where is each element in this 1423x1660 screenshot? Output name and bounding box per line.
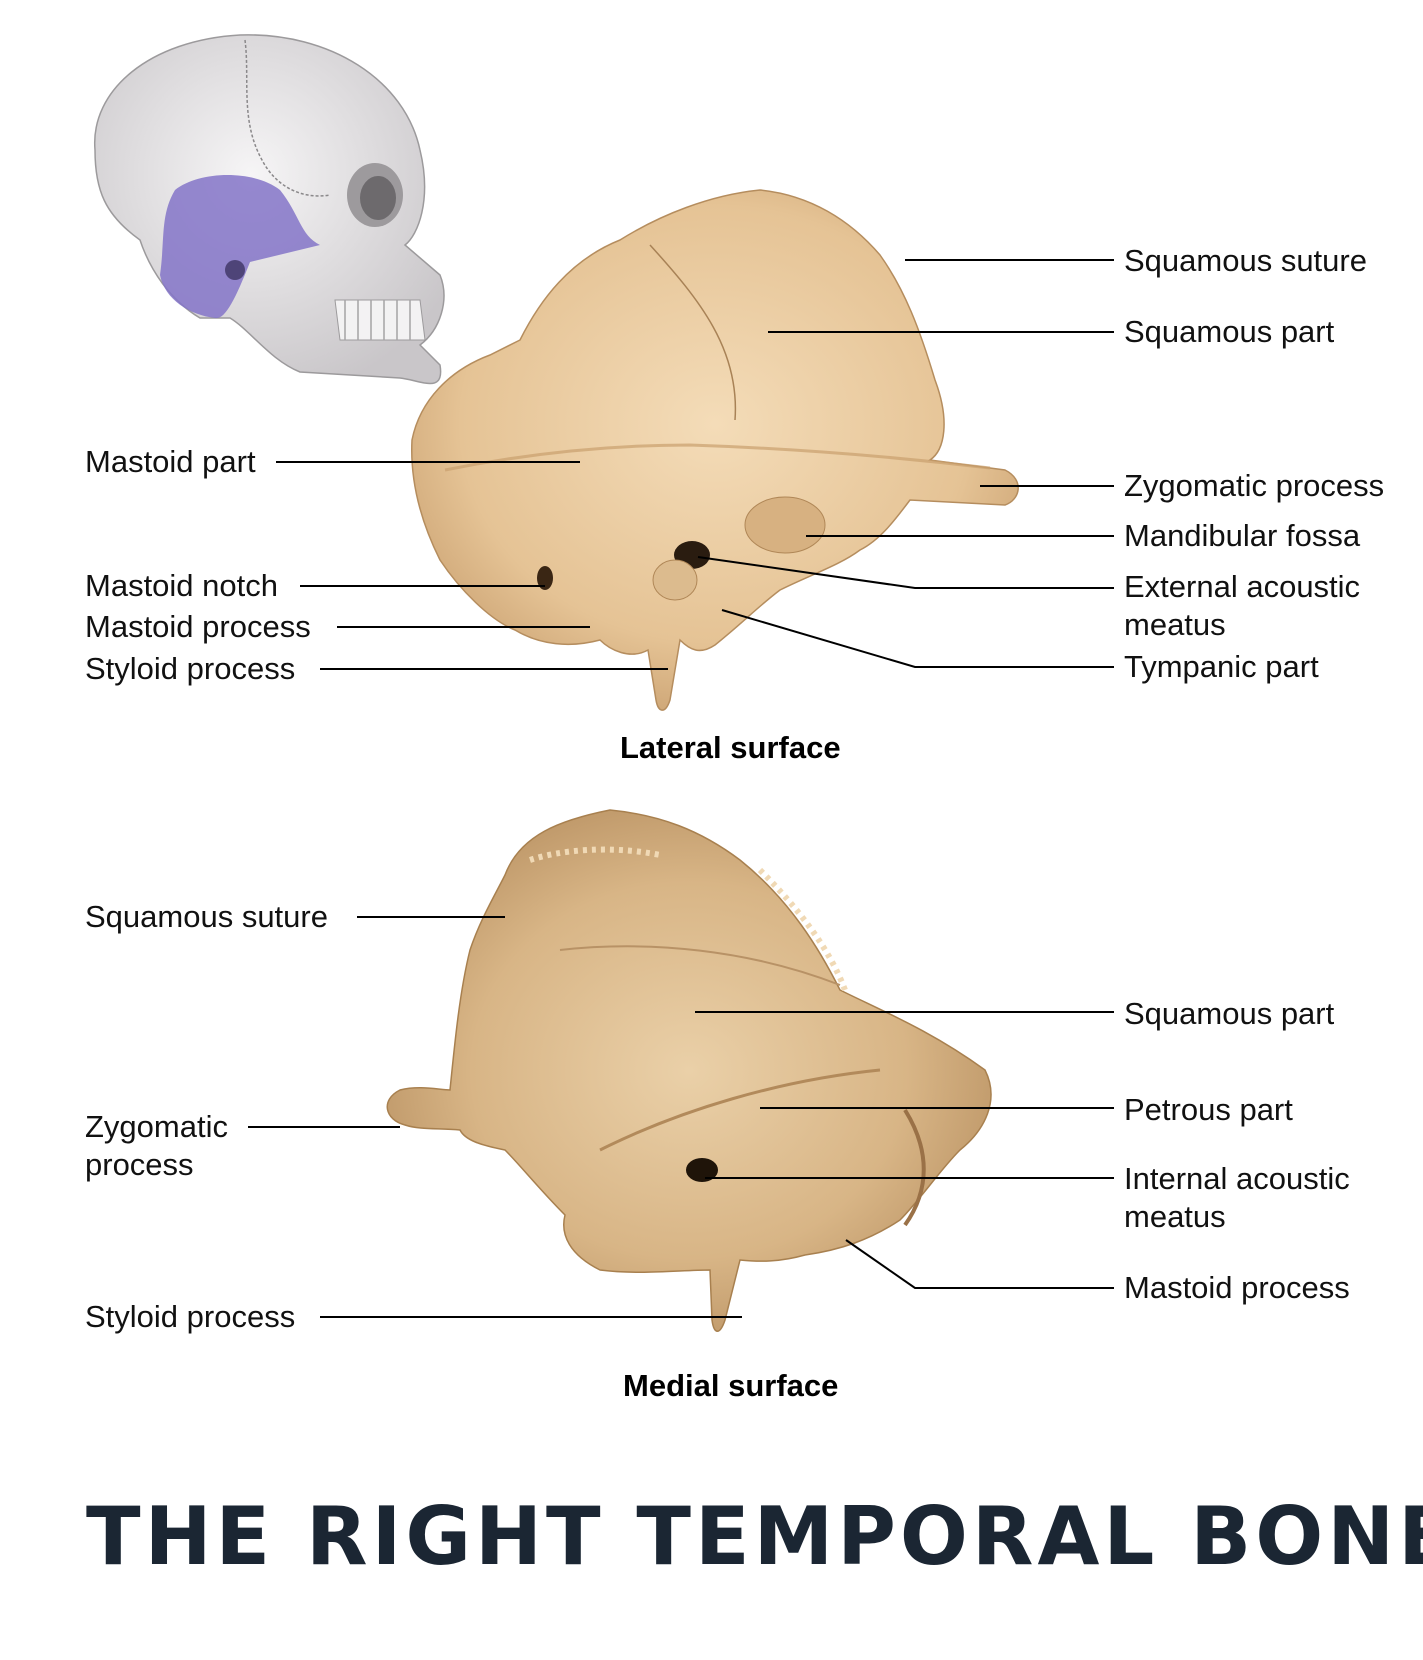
label-squamous-part-medial: Squamous part xyxy=(1124,996,1335,1031)
label-internal-acoustic-meatus-line2: meatus xyxy=(1124,1199,1226,1234)
label-tympanic-part: Tympanic part xyxy=(1124,649,1319,684)
label-mastoid-part: Mastoid part xyxy=(85,444,256,479)
medial-leader-lines xyxy=(248,916,1114,1318)
label-squamous-suture-lateral: Squamous suture xyxy=(1124,243,1367,278)
label-squamous-part-lateral: Squamous part xyxy=(1124,314,1335,349)
medial-bone xyxy=(386,809,992,1332)
label-mastoid-notch: Mastoid notch xyxy=(85,568,278,603)
label-squamous-suture-medial: Squamous suture xyxy=(85,899,328,934)
label-internal-acoustic-meatus-line1: Internal acoustic xyxy=(1124,1161,1350,1196)
label-zygomatic-process-medial-line1: Zygomatic xyxy=(85,1109,228,1144)
label-mastoid-process-lateral: Mastoid process xyxy=(85,609,311,644)
label-mastoid-process-medial: Mastoid process xyxy=(1124,1270,1350,1305)
caption-lateral-surface: Lateral surface xyxy=(620,730,841,765)
label-external-acoustic-meatus-line1: External acoustic xyxy=(1124,569,1361,604)
skull-thumbnail xyxy=(94,34,445,385)
label-zygomatic-process-lateral: Zygomatic process xyxy=(1124,468,1385,503)
lateral-leader-lines xyxy=(276,259,1114,670)
label-zygomatic-process-medial-line2: process xyxy=(85,1147,194,1182)
lateral-bone xyxy=(410,189,1019,711)
label-external-acoustic-meatus-line2: meatus xyxy=(1124,607,1226,642)
label-mandibular-fossa: Mandibular fossa xyxy=(1124,518,1361,553)
label-styloid-process-medial: Styloid process xyxy=(85,1299,296,1334)
label-petrous-part: Petrous part xyxy=(1124,1092,1293,1127)
label-styloid-process-lateral: Styloid process xyxy=(85,651,296,686)
page-title: THE RIGHT TEMPORAL BONE xyxy=(86,1490,1423,1583)
caption-medial-surface: Medial surface xyxy=(623,1368,839,1403)
